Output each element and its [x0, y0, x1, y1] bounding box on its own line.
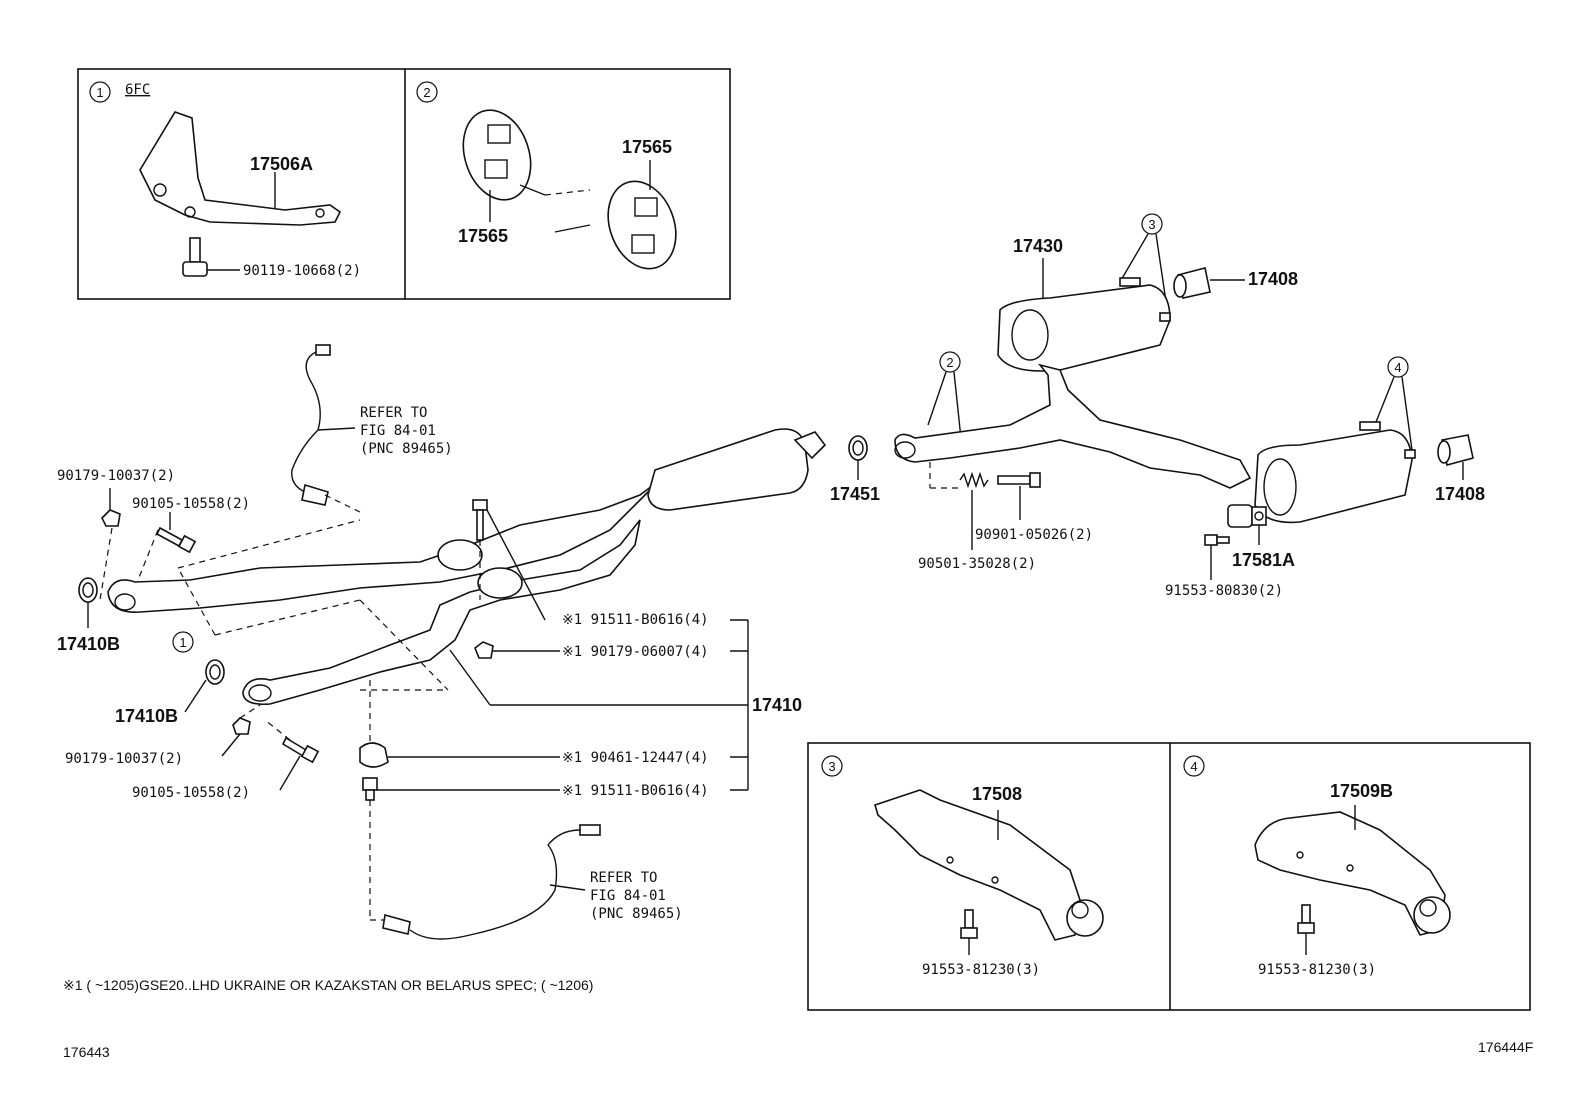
inset-3-marker — [821, 755, 843, 777]
bolt-top-left — [155, 526, 197, 554]
refer-bottom-line2: FIG 84-01 — [590, 888, 666, 904]
bolt-91553-81230-inset4 — [1297, 904, 1315, 934]
hanger-17565-left — [462, 109, 532, 201]
front-muffler — [647, 428, 827, 511]
bolt-90901 — [997, 472, 1041, 488]
inset-box-3-4 — [807, 742, 1531, 1011]
bolt-bottom-left-label: 90105-10558(2) — [132, 785, 250, 801]
inset-2-number: 2 — [423, 85, 430, 100]
valve-17581a — [1227, 504, 1267, 528]
inset-1-marker — [89, 81, 111, 103]
spring-90501-label: 90501-35028(2) — [918, 556, 1036, 572]
figure-number-right: 176444F — [1478, 1039, 1533, 1055]
figure-number-left: 176443 — [63, 1044, 110, 1060]
clamp-90461-label: ※1 90461-12447(4) — [562, 750, 709, 766]
hanger-17565-left-label: 17565 — [458, 226, 508, 246]
bolt-91553-80830 — [1204, 534, 1230, 546]
bracket-17509b — [1254, 811, 1451, 936]
inset-4-number: 4 — [1190, 759, 1197, 774]
bolt-90119 — [182, 237, 208, 277]
nut-top-left — [101, 509, 121, 527]
gasket-17451 — [848, 435, 868, 461]
refer-top-line2: FIG 84-01 — [360, 423, 436, 439]
catalytic-converters — [437, 539, 523, 599]
oxygen-sensor-top — [291, 344, 331, 506]
gasket-17410b-bottom-label: 17410B — [115, 706, 178, 726]
refer-bottom-line3: (PNC 89465) — [590, 906, 683, 922]
bolt-inset3-label: 91553-81230(3) — [922, 962, 1040, 978]
bracket-17506a — [139, 111, 342, 226]
callout-1-number: 1 — [179, 635, 186, 650]
bolt-91553-81230-inset3 — [960, 909, 978, 939]
part-17506a-label: 17506A — [250, 154, 313, 174]
callout-2-marker — [939, 351, 961, 373]
nut-90179-06007-label: ※1 90179-06007(4) — [562, 644, 709, 660]
hanger-17565-right-label: 17565 — [622, 137, 672, 157]
spring-90501 — [959, 471, 989, 489]
hanger-17565-right — [607, 180, 677, 270]
callout-2-number: 2 — [946, 355, 953, 370]
inset-box-1-2 — [77, 68, 731, 300]
refer-top-line1: REFER TO — [360, 405, 427, 421]
nut-bottom-left — [232, 717, 251, 735]
tail-pipe-tip-17408-top — [1173, 267, 1211, 299]
rear-pipe-assembly — [894, 363, 1252, 489]
exhaust-pipe-front-lower — [242, 519, 641, 706]
bracket-17508 — [874, 789, 1104, 941]
gasket-17410b-top — [78, 577, 98, 603]
gasket-17451-label: 17451 — [830, 484, 880, 504]
muffler-rear-right — [1254, 421, 1416, 524]
gasket-17410b-top-label: 17410B — [57, 634, 120, 654]
nut-top-left-label: 90179-10037(2) — [57, 468, 175, 484]
bolt-91511-upper — [472, 499, 488, 541]
muffler-17430-label: 17430 — [1013, 236, 1063, 256]
tip-17408-bottom-label: 17408 — [1435, 484, 1485, 504]
inset-4-marker — [1183, 755, 1205, 777]
callout-3-number: 3 — [1148, 217, 1155, 232]
bolt-91511-lower — [362, 777, 378, 801]
callout-4-number: 4 — [1394, 360, 1401, 375]
bolt-90901-label: 90901-05026(2) — [975, 527, 1093, 543]
callout-4-marker — [1387, 356, 1409, 378]
nut-90179-06007 — [474, 641, 494, 659]
gasket-17410b-bottom — [205, 659, 225, 685]
bolt-91511-lower-label: ※1 91511-B0616(4) — [562, 783, 709, 799]
inset-2-marker — [416, 81, 438, 103]
muffler-17430 — [997, 277, 1171, 372]
bracket-17508-label: 17508 — [972, 784, 1022, 804]
bolt-91511-upper-label: ※1 91511-B0616(4) — [562, 612, 709, 628]
bracket-17509b-label: 17509B — [1330, 781, 1393, 801]
inset-1-code: 6FC — [125, 82, 150, 98]
inset-3-number: 3 — [828, 759, 835, 774]
callout-3-marker — [1141, 213, 1163, 235]
bolt-91553-80830-label: 91553-80830(2) — [1165, 583, 1283, 599]
footnote: ※1 ( ~1205)GSE20..LHD UKRAINE OR KAZAKST… — [63, 977, 593, 993]
callout-1-marker — [172, 631, 194, 653]
tail-pipe-tip-17408-bottom — [1437, 434, 1474, 466]
pipe-17410-label: 17410 — [752, 695, 802, 715]
bolt-bottom-left — [281, 736, 320, 764]
bolt-top-left-label: 90105-10558(2) — [132, 496, 250, 512]
inset-1-number: 1 — [96, 85, 103, 100]
clamp-90461 — [359, 742, 389, 768]
nut-bottom-left-label: 90179-10037(2) — [65, 751, 183, 767]
refer-top-line3: (PNC 89465) — [360, 441, 453, 457]
bolt-90119-label: 90119-10668(2) — [243, 263, 361, 279]
valve-17581a-label: 17581A — [1232, 550, 1295, 570]
bolt-inset4-label: 91553-81230(3) — [1258, 962, 1376, 978]
oxygen-sensor-bottom — [382, 824, 601, 940]
refer-bottom-line1: REFER TO — [590, 870, 657, 886]
tip-17408-top-label: 17408 — [1248, 269, 1298, 289]
